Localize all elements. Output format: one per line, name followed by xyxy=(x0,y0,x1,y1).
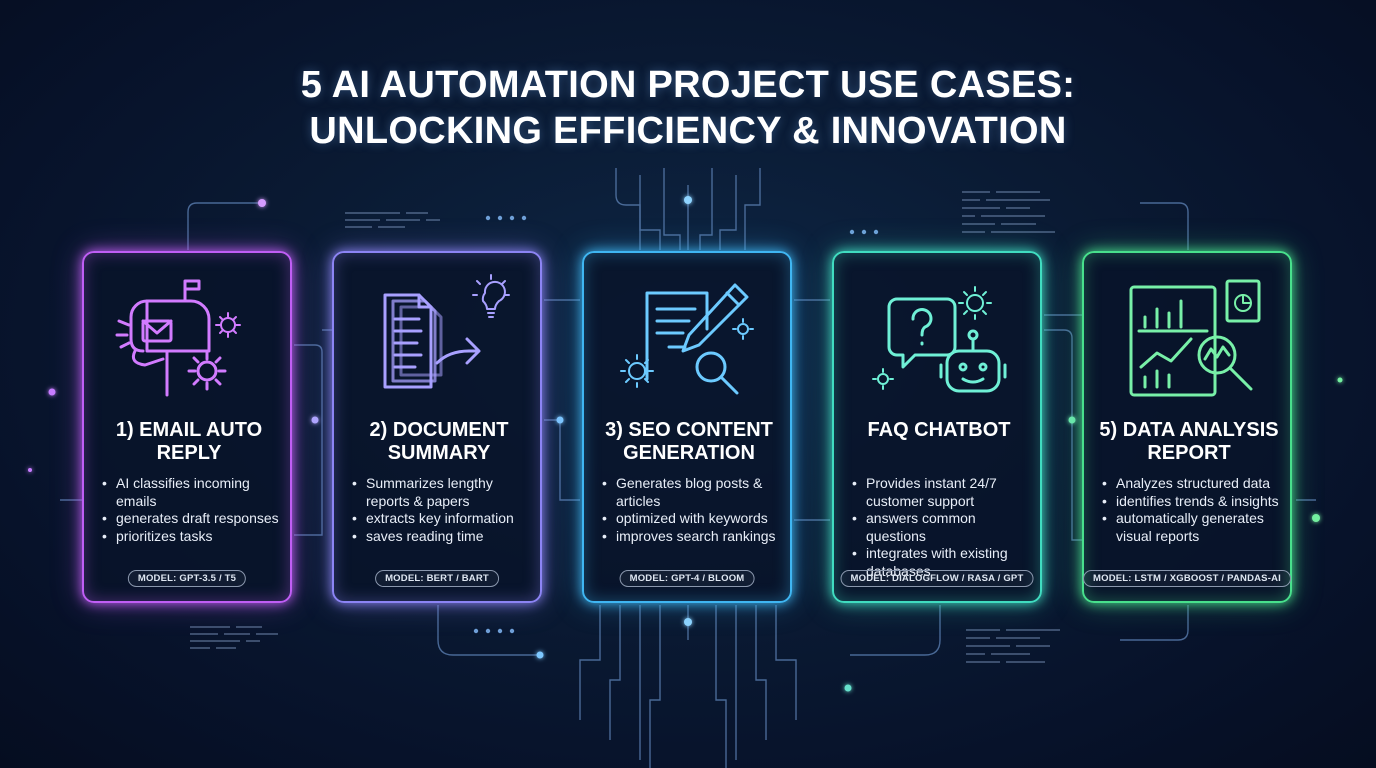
list-item: identifies trends & insights xyxy=(1102,493,1286,511)
use-case-card-email-auto-reply: 1) EMAIL AUTO REPLY AI classifies incomi… xyxy=(82,251,292,603)
list-item: Summarizes lengthy reports & papers xyxy=(352,475,536,510)
model-badge: MODEL: LSTM / XGBOOST / PANDAS-AI xyxy=(1083,570,1291,587)
card-title: 3) SEO CONTENT GENERATION xyxy=(605,419,773,464)
documents-arrow-lightbulb-icon xyxy=(383,274,510,389)
document-pen-magnifier-icon xyxy=(620,283,754,395)
use-case-card-faq-chatbot: FAQ CHATBOT Provides instant 24/7 custom… xyxy=(832,251,1042,603)
list-item: automatically generates visual reports xyxy=(1102,510,1286,545)
card-title: 1) EMAIL AUTO REPLY xyxy=(115,419,263,464)
list-item: AI classifies incoming emails xyxy=(102,475,286,510)
model-badge: MODEL: DIALOGFLOW / RASA / GPT xyxy=(840,570,1034,587)
card-title: FAQ CHATBOT xyxy=(867,419,1011,441)
model-badge: MODEL: GPT-4 / BLOOM xyxy=(619,570,755,587)
card-title: 5) DATA ANALYSIS REPORT xyxy=(1099,419,1279,464)
card-bullet-list: Analyzes structured data identifies tren… xyxy=(1102,475,1286,545)
list-item: improves search rankings xyxy=(602,528,786,546)
list-item: prioritizes tasks xyxy=(102,528,286,546)
charts-magnifier-icon xyxy=(1129,279,1261,397)
list-item: optimized with keywords xyxy=(602,510,786,528)
use-case-card-data-analysis-report: 5) DATA ANALYSIS REPORT Analyzes structu… xyxy=(1082,251,1292,603)
list-item: saves reading time xyxy=(352,528,536,546)
title-line-1: 5 AI AUTOMATION PROJECT USE CASES: xyxy=(300,64,1076,106)
page-title: 5 AI AUTOMATION PROJECT USE CASES: UNLOC… xyxy=(0,62,1376,154)
list-item: extracts key information xyxy=(352,510,536,528)
list-item: Generates blog posts & articles xyxy=(602,475,786,510)
use-case-card-seo-content-generation: 3) SEO CONTENT GENERATION Generates blog… xyxy=(582,251,792,603)
use-case-card-document-summary: 2) DOCUMENT SUMMARY Summarizes lengthy r… xyxy=(332,251,542,603)
list-item: Analyzes structured data xyxy=(1102,475,1286,493)
card-title: 2) DOCUMENT SUMMARY xyxy=(369,419,509,464)
card-bullet-list: Summarizes lengthy reports & papers extr… xyxy=(352,475,536,545)
title-line-2: UNLOCKING EFFICIENCY & INNOVATION xyxy=(309,110,1067,152)
card-bullet-list: AI classifies incoming emails generates … xyxy=(102,475,286,545)
model-badge: MODEL: GPT-3.5 / T5 xyxy=(127,570,247,587)
mailbox-gears-icon xyxy=(115,279,241,397)
model-badge: MODEL: BERT / BART xyxy=(375,570,499,587)
card-bullet-list: Provides instant 24/7 customer support a… xyxy=(852,475,1036,580)
list-item: answers common questions xyxy=(852,510,1036,545)
chat-bubble-robot-icon xyxy=(872,286,1007,393)
list-item: Provides instant 24/7 customer support xyxy=(852,475,1036,510)
list-item: generates draft responses xyxy=(102,510,286,528)
card-bullet-list: Generates blog posts & articles optimize… xyxy=(602,475,786,545)
